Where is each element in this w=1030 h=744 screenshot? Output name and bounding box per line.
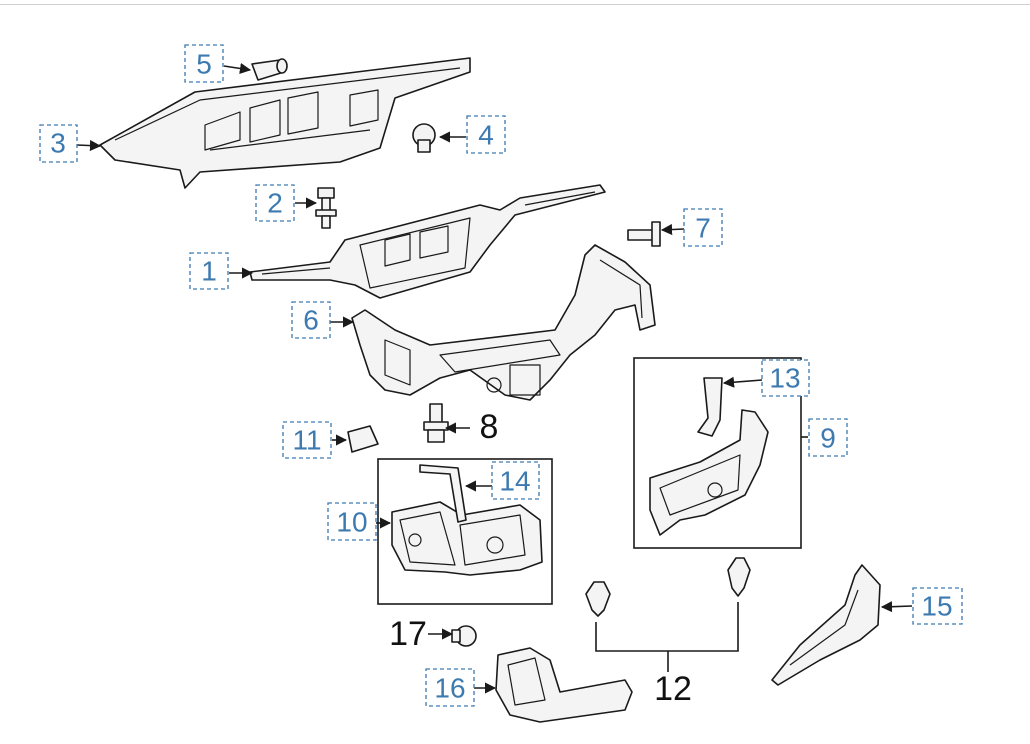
part-1-step-bracket [249, 184, 606, 299]
svg-text:3: 3 [50, 128, 66, 159]
callout-9: 9 [808, 418, 848, 457]
svg-text:7: 7 [695, 213, 711, 244]
part-17-bolt [451, 625, 477, 647]
svg-text:6: 6 [303, 305, 319, 336]
part-10-bracket [391, 501, 543, 576]
part-16-bumper-end [495, 647, 633, 723]
callout-1: 1 [189, 252, 229, 290]
callout-13: 13 [761, 359, 810, 397]
part-3-rear-step-bumper [99, 57, 471, 189]
callout-2: 2 [255, 184, 295, 222]
part-7-bolt [627, 221, 661, 247]
label-17: 17 [389, 615, 427, 653]
part-2-bolt [315, 187, 337, 229]
svg-text:15: 15 [921, 591, 952, 622]
callout-16: 16 [425, 668, 475, 707]
callout-5: 5 [184, 44, 224, 83]
part-12-clips [585, 557, 751, 672]
callout-4: 4 [466, 115, 506, 154]
svg-text:4: 4 [478, 120, 494, 151]
svg-text:13: 13 [769, 363, 800, 394]
svg-text:9: 9 [820, 423, 836, 454]
svg-text:11: 11 [292, 425, 321, 456]
label-8: 8 [480, 408, 499, 446]
part-9-bracket [649, 409, 769, 536]
part-5-cap [251, 58, 288, 81]
callout-3: 3 [39, 124, 78, 163]
callout-11: 11 [282, 421, 332, 459]
leader-arrows [76, 62, 913, 694]
part-15-bumper-end [771, 564, 881, 686]
svg-text:14: 14 [499, 466, 530, 497]
callout-15: 15 [912, 587, 963, 625]
svg-text:1: 1 [201, 256, 217, 287]
callout-10: 10 [327, 502, 377, 541]
svg-text:16: 16 [434, 673, 465, 704]
svg-text:2: 2 [267, 188, 283, 219]
part-4-bolt [412, 123, 436, 153]
part-11-clip [347, 425, 379, 453]
part-6-hitch-frame [351, 244, 656, 401]
callout-14: 14 [491, 461, 540, 500]
callout-6: 6 [291, 301, 331, 339]
top-divider [0, 4, 1030, 5]
part-13-brace [697, 377, 723, 437]
callout-7: 7 [683, 208, 723, 247]
part-8-bolt [423, 403, 449, 443]
svg-text:10: 10 [336, 507, 367, 538]
label-12: 12 [654, 670, 692, 708]
part-14-brace [419, 464, 467, 523]
svg-text:5: 5 [196, 49, 212, 80]
